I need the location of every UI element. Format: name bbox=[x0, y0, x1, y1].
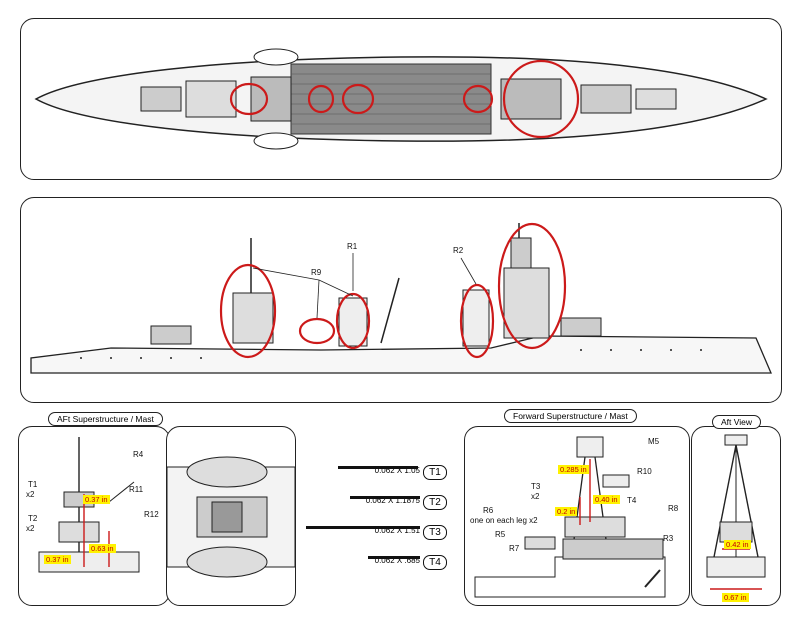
label-t1: T1 bbox=[28, 480, 38, 489]
strip-bar-t4 bbox=[368, 556, 420, 559]
measure-02: 0.2 in bbox=[555, 507, 578, 516]
label-r6: R6 bbox=[483, 506, 494, 515]
strip-size-t2: 0.062 X 1.1875 bbox=[365, 496, 420, 505]
label-r3: R3 bbox=[663, 534, 674, 543]
forward-superstructure-title: Forward Superstructure / Mast bbox=[504, 409, 637, 423]
plan-view-drawing bbox=[34, 48, 768, 150]
strip-code-t4: T4 bbox=[423, 555, 447, 570]
label-t4: T4 bbox=[627, 496, 637, 505]
aft-superstructure-panel: R4 T1 x2 R11 T2 x2 R12 0.37 in 0.37 in 0… bbox=[18, 426, 170, 606]
strip-size-t3: 0.062 X 1.51 bbox=[374, 526, 420, 535]
strip-bar-t2 bbox=[350, 496, 420, 499]
label-t2-count: x2 bbox=[26, 524, 35, 533]
measure-037-lower: 0.37 in bbox=[44, 555, 71, 564]
label-t3: T3 bbox=[531, 482, 541, 491]
label-r5: R5 bbox=[495, 530, 506, 539]
plan-view-panel bbox=[20, 18, 782, 180]
label-r8: R8 bbox=[668, 504, 679, 513]
forward-superstructure-drawing bbox=[474, 436, 666, 598]
strip-code-t1: T1 bbox=[423, 465, 447, 480]
measure-040: 0.40 in bbox=[593, 495, 620, 504]
label-r6-note: one on each leg x2 bbox=[470, 516, 538, 525]
strip-bar-t1 bbox=[338, 466, 418, 469]
label-t1-count: x2 bbox=[26, 490, 35, 499]
strip-bar-t3 bbox=[306, 526, 420, 529]
aft-view-panel: 0.42 in 0.67 in bbox=[691, 426, 781, 606]
label-r1: R1 bbox=[347, 242, 358, 251]
strip-size-t1: 0.062 X 1.05 bbox=[374, 466, 420, 475]
measure-037-upper: 0.37 in bbox=[83, 495, 110, 504]
aft-view-title: Aft View bbox=[712, 415, 762, 429]
profile-view-drawing bbox=[30, 222, 772, 374]
strip-list: 0.062 X 1.05 T1 0.062 X 1.1875 T2 0.062 … bbox=[300, 460, 460, 580]
strip-code-t2: T2 bbox=[423, 495, 447, 510]
label-r12: R12 bbox=[144, 510, 159, 519]
label-t3-count: x2 bbox=[531, 492, 540, 501]
label-r4: R4 bbox=[133, 450, 144, 459]
label-r7: R7 bbox=[509, 544, 520, 553]
aft-view-drawing bbox=[706, 434, 766, 590]
label-r11: R11 bbox=[129, 485, 144, 494]
strip-code-t3: T3 bbox=[423, 525, 447, 540]
aft-deck-detail-panel bbox=[166, 426, 296, 606]
label-r9: R9 bbox=[311, 268, 322, 277]
aft-deck-detail-drawing bbox=[167, 456, 295, 578]
aft-superstructure-title: AFt Superstructure / Mast bbox=[48, 412, 163, 426]
measure-063: 0.63 in bbox=[89, 544, 116, 553]
measure-0285: 0.285 in bbox=[558, 465, 589, 474]
label-t2: T2 bbox=[28, 514, 38, 523]
label-r2: R2 bbox=[453, 246, 464, 255]
measure-067: 0.67 in bbox=[722, 593, 749, 602]
label-r10: R10 bbox=[637, 467, 652, 476]
profile-view-panel: R1 R2 R9 bbox=[20, 197, 782, 403]
measure-042: 0.42 in bbox=[724, 540, 751, 549]
strip-size-t4: 0.062 X .685 bbox=[374, 556, 420, 565]
forward-superstructure-panel: M5 R10 T3 x2 T4 R6 one on each leg x2 R8… bbox=[464, 426, 690, 606]
label-m5: M5 bbox=[648, 437, 660, 446]
